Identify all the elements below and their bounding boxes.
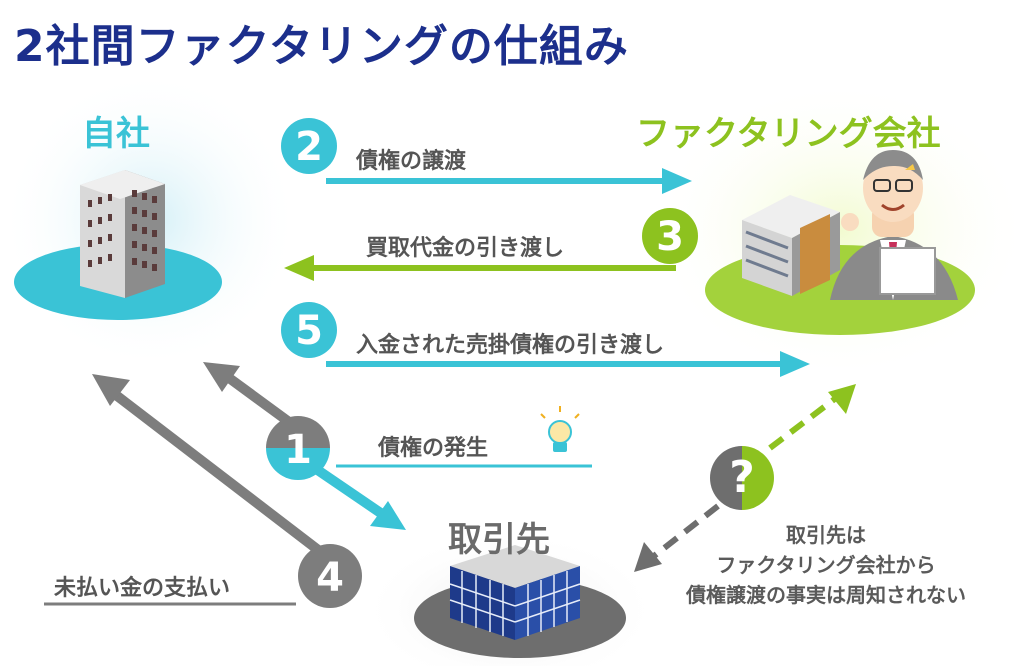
step-number-1: 1 [284,427,312,473]
step-text-2: 債権の譲渡 [356,149,467,174]
self-area [0,70,300,370]
factoring-company-area [650,80,1024,380]
step-text-5: 入金された売掛債権の引き渡し [356,333,665,358]
glass-building-icon [449,545,581,640]
customer-area [360,530,660,666]
step-number-2: 2 [295,124,323,170]
building-icon [80,170,165,298]
note-text: 取引先は ファクタリング会社から 債権譲渡の事実は周知されない [646,520,1006,610]
note-line: ファクタリング会社から [716,553,936,577]
label-customer: 取引先 [448,520,550,560]
step-text-4: 未払い金の支払い [54,576,231,601]
step-number-5: 5 [295,308,323,354]
step-number-unknown: ? [729,452,755,503]
label-self: 自社 [82,114,150,154]
step-text-1: 債権の発生 [378,436,489,461]
note-line: 取引先は [786,523,866,547]
step-number-4: 4 [316,555,344,601]
step-number-3: 3 [656,214,684,260]
arrow-step-5 [326,351,810,377]
step-circle-5 [281,302,337,358]
arrow-step-4 [44,374,330,606]
step-circle-1 [266,416,330,480]
page-title: 2社間ファクタリングの仕組み [14,21,629,72]
note-line: 債権譲渡の事実は周知されない [686,583,966,607]
step-circle-3 [642,208,698,264]
office-building-icon [742,195,840,296]
arrow-unknown [634,384,856,572]
arrow-step-3 [284,255,676,281]
step-text-3: 買取代金の引き渡し [366,236,565,261]
lightbulb-icon [540,406,580,452]
label-factoring-company: ファクタリング会社 [636,114,941,154]
step-circle-2 [281,118,337,174]
step-circle-4 [298,544,362,608]
step-circle-unknown [710,446,774,510]
businessman-icon [830,150,958,300]
arrow-step-2 [326,168,692,194]
